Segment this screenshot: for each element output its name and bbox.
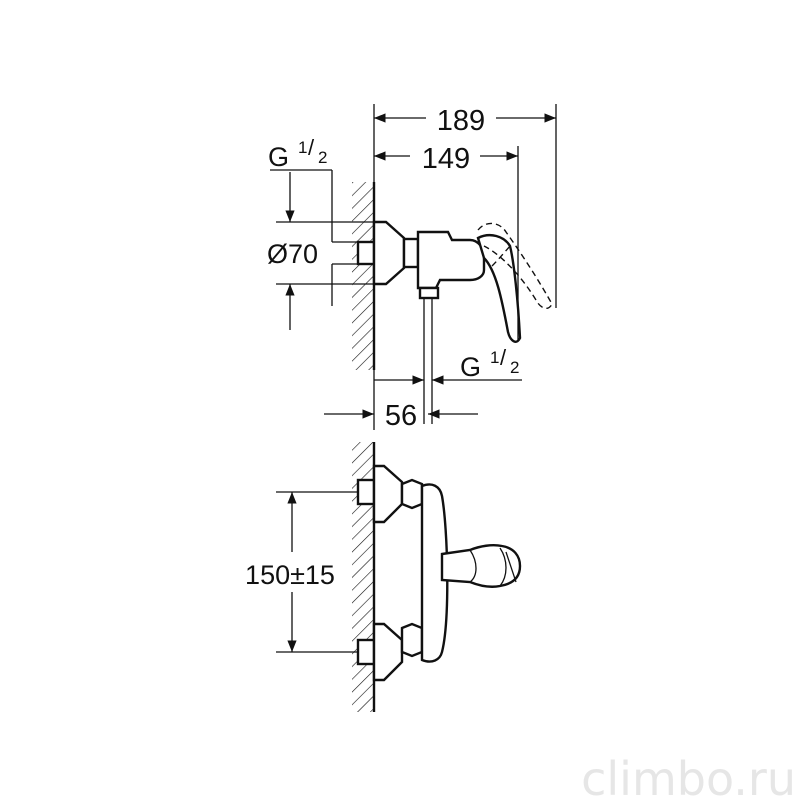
mixer-body-front — [420, 483, 449, 663]
escutcheon-lower — [372, 622, 404, 682]
handle-front — [440, 544, 522, 588]
thread-outlet-sub: 2 — [510, 358, 519, 377]
thread-inlet-sup: 1 — [298, 138, 307, 157]
wall-hatch-top — [352, 182, 374, 370]
handle-front-edge — [505, 551, 517, 583]
union-nut-lower — [356, 638, 376, 666]
mixer-body-side — [416, 230, 486, 290]
dim-149-label: 149 — [422, 143, 470, 175]
lever-handle-open — [477, 222, 553, 310]
thread-inlet-sub: 2 — [318, 148, 327, 167]
lever-handle-open-inner — [491, 243, 513, 267]
thread-outlet-sup: 1 — [490, 348, 499, 367]
hex-nut-upper — [400, 478, 424, 510]
outlet-nut — [418, 286, 440, 300]
escutcheon-upper — [372, 464, 404, 524]
lever-handle — [476, 234, 522, 343]
union-nut-top — [356, 240, 376, 266]
thread-inlet-slash: / — [308, 135, 315, 160]
handle-front-tip — [499, 547, 507, 587]
hex-nut-lower — [400, 622, 424, 658]
dia-label: Ø70 — [267, 239, 318, 269]
dim-189-label: 189 — [437, 105, 485, 137]
thread-outlet-base: G — [460, 352, 481, 382]
side-view: 189 149 G 1 / 2 Ø70 G 1 / 2 56 — [267, 104, 557, 432]
dim-56-label: 56 — [385, 400, 417, 432]
union-nut-upper — [356, 478, 376, 506]
thread-inlet-base: G — [268, 142, 289, 172]
watermark: climbo.ru — [581, 752, 796, 806]
center-distance-label: 150±15 — [245, 560, 335, 590]
thread-outlet-slash: / — [500, 345, 507, 370]
escutcheon-top — [372, 220, 406, 286]
handle-front-seam — [469, 549, 477, 583]
front-view: 150±15 — [245, 442, 522, 712]
hex-nut-top — [402, 237, 420, 269]
